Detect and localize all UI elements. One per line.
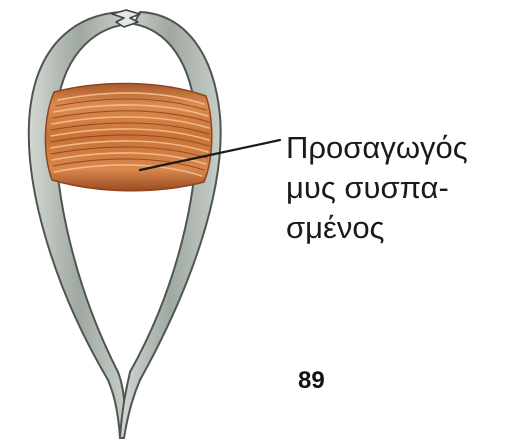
label-line-1: Προσαγωγός [286, 130, 468, 165]
adductor-muscle [45, 83, 211, 190]
label-line-3: σμένος [286, 210, 385, 245]
label-line-2: μυς συσπα- [286, 170, 449, 205]
page-number: 89 [298, 367, 325, 394]
